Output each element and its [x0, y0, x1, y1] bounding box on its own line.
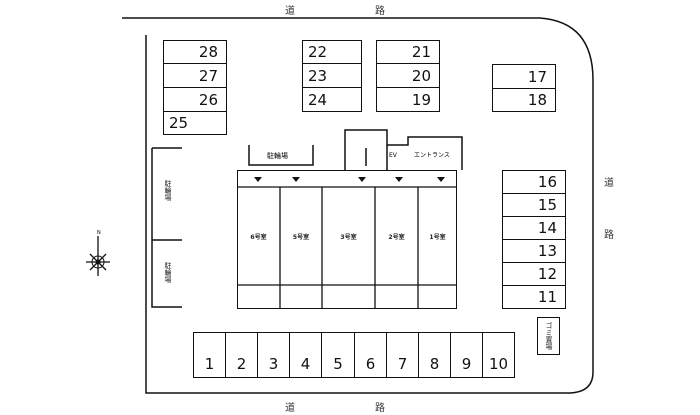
parking-space: 12: [502, 262, 566, 286]
garbage-area: ゴミ置場: [537, 317, 560, 355]
bicycle-parking-top-label: 駐輪場: [267, 152, 288, 160]
parking-space: 7: [386, 332, 419, 378]
parking-space: 8: [418, 332, 451, 378]
parking-space: 16: [502, 170, 566, 194]
road-label-right: 路: [604, 230, 614, 241]
parking-space: 6: [354, 332, 387, 378]
entrance-arrow-icon: [395, 177, 403, 182]
parking-space: 10: [482, 332, 515, 378]
parking-space: 13: [502, 239, 566, 263]
parking-space: 1: [193, 332, 226, 378]
parking-space: 27: [163, 63, 227, 88]
parking-space: 3: [257, 332, 290, 378]
road-label-bottom: 路: [375, 403, 385, 414]
room-1: 1号室: [429, 233, 446, 241]
parking-space: 19: [376, 87, 440, 112]
room-5: 5号室: [292, 233, 310, 241]
parking-space: 26: [163, 87, 227, 112]
road-label-top: 道: [285, 6, 295, 17]
road-label-bottom: 道: [285, 403, 295, 414]
parking-space: 11: [502, 285, 566, 309]
entrance-arrow-icon: [437, 177, 445, 182]
room-2: 2号室: [388, 233, 405, 241]
parking-space: 17: [492, 64, 556, 89]
compass-north-label: N: [97, 230, 101, 236]
room-6: 6号室: [250, 233, 267, 241]
entrance-arrow-icon: [292, 177, 300, 182]
elevator-label: EV: [389, 152, 397, 159]
entrance-label: エントランス: [414, 152, 450, 159]
garbage-label: ゴミ置場: [545, 322, 553, 350]
parking-space: 18: [492, 88, 556, 112]
building: [237, 170, 457, 309]
parking-space: 20: [376, 63, 440, 88]
road-label-right: 道: [604, 178, 614, 189]
compass-icon: N: [82, 230, 114, 278]
parking-space: 25: [163, 111, 227, 135]
compass-rose-icon: [86, 236, 110, 276]
entrance-arrow-icon: [358, 177, 366, 182]
parking-space: 23: [302, 63, 362, 88]
room-3: 3号室: [340, 233, 357, 241]
parking-space: 21: [376, 40, 440, 64]
bicycle-parking-left-lower-label: 駐輪場: [164, 262, 172, 283]
entrance-arrow-icon: [254, 177, 262, 182]
parking-space: 4: [289, 332, 322, 378]
parking-space: 24: [302, 87, 362, 112]
road-label-top: 路: [375, 6, 385, 17]
bicycle-parking-left-upper-label: 駐輪場: [164, 180, 172, 201]
